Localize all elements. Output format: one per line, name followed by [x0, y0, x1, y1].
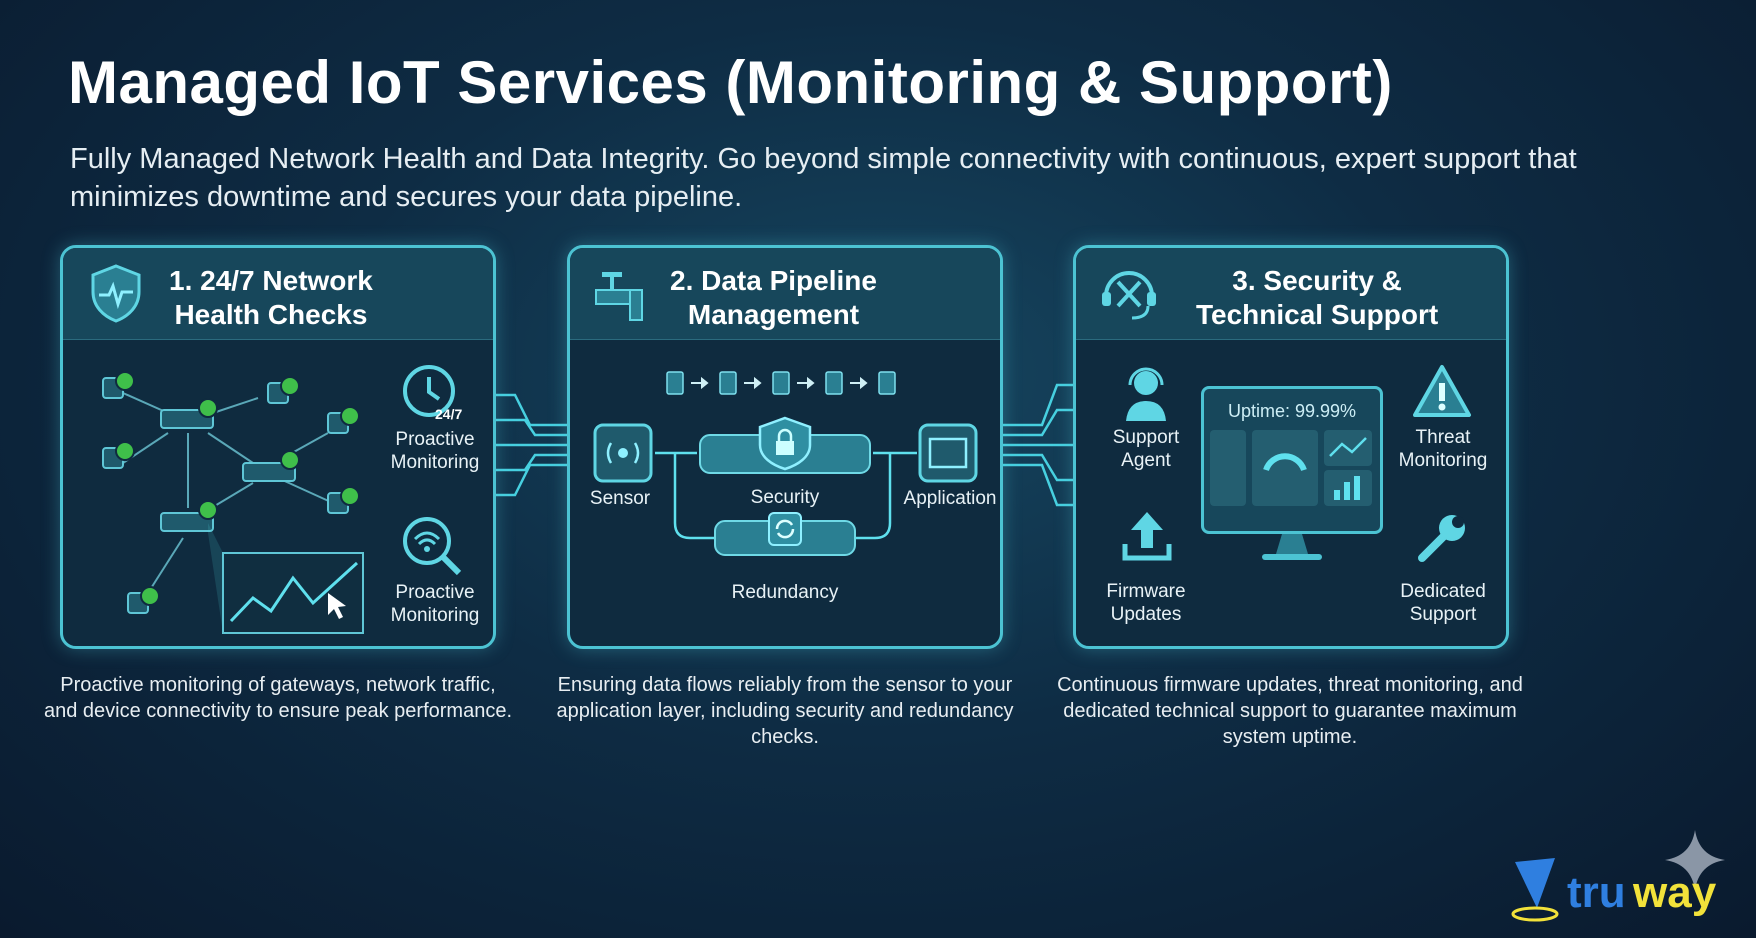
page-subtitle: Fully Managed Network Health and Data In…: [70, 143, 1577, 213]
logo-text-tru: tru: [1567, 868, 1626, 917]
panel-title-line: Management: [687, 299, 860, 330]
panel-header: 3. Security &Technical Support: [1076, 248, 1506, 340]
label-proactive-monitoring: Proactive Monitoring: [390, 429, 480, 473]
panel-title-line: Health Checks: [174, 299, 368, 330]
warning-triangle-icon: [1413, 365, 1471, 417]
application-window-icon: [918, 423, 978, 483]
sync-icon: [768, 512, 802, 546]
panel-security-support: 3. Security &Technical Support Support A…: [1073, 245, 1509, 649]
label-sensor: Sensor: [589, 488, 651, 509]
data-packets-flow: [666, 371, 896, 395]
support-agent-icon: [1126, 367, 1166, 421]
description-network-health: Proactive monitoring of gateways, networ…: [43, 674, 513, 722]
dashboard-widgets: [1210, 430, 1372, 506]
logo-pin-icon: [1511, 858, 1559, 922]
truway-logo: tru way: [1505, 830, 1745, 930]
label-security: Security: [750, 487, 820, 508]
label-dedicated-support: Dedicated Support: [1400, 581, 1486, 625]
panel-title-line: 1. 24/7 Network: [169, 265, 373, 296]
monitor-stand: [1262, 534, 1322, 560]
wifi-search-icon: [403, 517, 462, 576]
label-proactive-monitoring-2: Proactive Monitoring: [390, 582, 480, 626]
label-redundancy: Redundancy: [731, 582, 839, 603]
panel-title-line: 3. Security &: [1232, 265, 1402, 296]
shield-heartbeat-icon: [91, 264, 141, 323]
headset-tools-icon: [1102, 271, 1156, 320]
connector-lines-1: [495, 393, 570, 497]
clock-text: 24/7: [435, 406, 462, 422]
panel-title-line: Technical Support: [1196, 299, 1439, 330]
network-topology-diagram: [102, 371, 364, 634]
page-title: Managed IoT Services (Monitoring & Suppo…: [68, 49, 1393, 116]
label-support-agent: Support Agent: [1112, 427, 1180, 471]
wrench-icon: [1418, 515, 1465, 562]
sparkle-icon: [1665, 830, 1725, 890]
description-data-pipeline: Ensuring data flows reliably from the se…: [556, 674, 1014, 748]
panel-title: 3. Security &Technical Support: [1196, 264, 1438, 332]
uptime-text: Uptime: 99.99%: [1227, 401, 1357, 421]
traffic-chart: [222, 552, 364, 634]
firmware-upload-icon: [1122, 512, 1172, 561]
pipe-valve-icon: [595, 272, 643, 321]
clock-24-7-icon: 24/7: [403, 365, 462, 422]
logo-text-way: way: [1633, 868, 1717, 917]
description-security-support: Continuous firmware updates, threat moni…: [1057, 674, 1523, 748]
pipeline-diagram: [593, 416, 978, 556]
connector-lines-2: [1002, 383, 1077, 507]
label-application: Application: [903, 488, 997, 509]
uptime-monitor: Uptime: 99.99%: [1201, 386, 1383, 534]
label-threat-monitoring: Threat Monitoring: [1398, 427, 1488, 471]
panel-title-line: 2. Data Pipeline: [670, 265, 877, 296]
label-firmware-updates: Firmware Updates: [1106, 581, 1186, 625]
